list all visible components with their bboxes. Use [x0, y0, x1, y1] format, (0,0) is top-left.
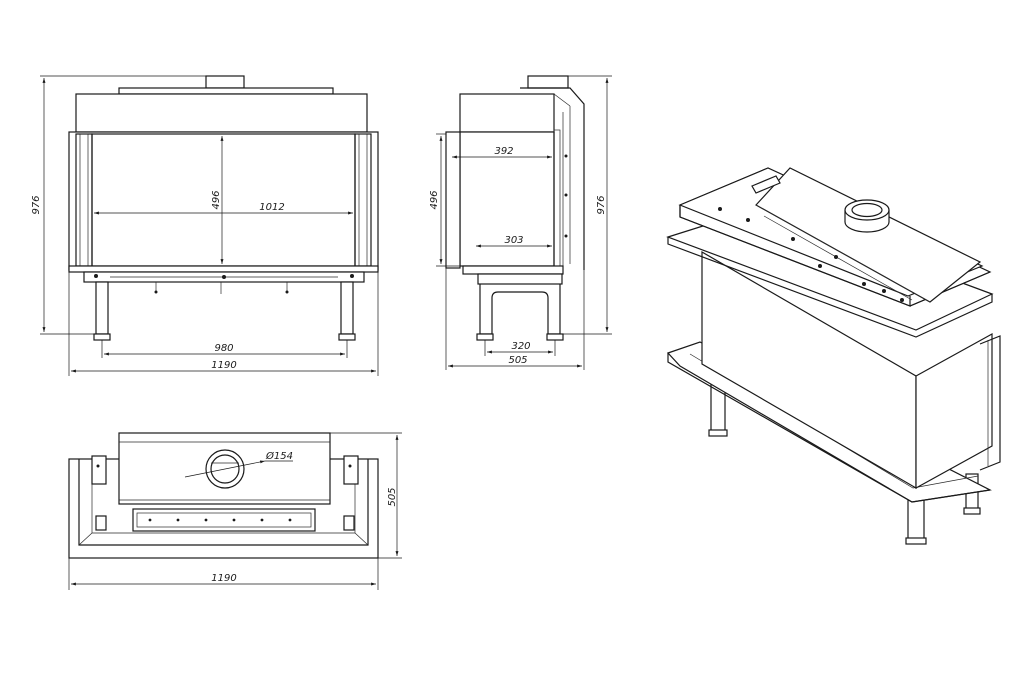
- front-view: 976 496 1012 980 1190: [31, 75, 379, 376]
- side-overall-depth-label: 505: [508, 355, 527, 366]
- top-view: Ø154 505 1190: [68, 432, 402, 590]
- top-flue-diameter-label: Ø154: [265, 450, 293, 462]
- side-top-depth-label: 392: [494, 146, 513, 157]
- front-glass-width-label: 1012: [259, 202, 284, 213]
- front-glass-height-label: 496: [211, 190, 222, 209]
- side-bottom-depth-label: 303: [504, 235, 523, 246]
- top-depth-label: 505: [387, 487, 398, 506]
- side-view: 392 496 303 976 320 505: [429, 75, 612, 370]
- side-feet-span-label: 320: [511, 341, 530, 352]
- front-feet-span-label: 980: [214, 343, 233, 354]
- top-overall-width-label: 1190: [211, 573, 236, 584]
- front-height-label: 976: [31, 195, 42, 214]
- isometric-view: [666, 167, 1001, 545]
- side-glass-height-label: 496: [429, 190, 440, 209]
- side-height-label: 976: [596, 195, 607, 214]
- front-overall-width-label: 1190: [211, 360, 236, 371]
